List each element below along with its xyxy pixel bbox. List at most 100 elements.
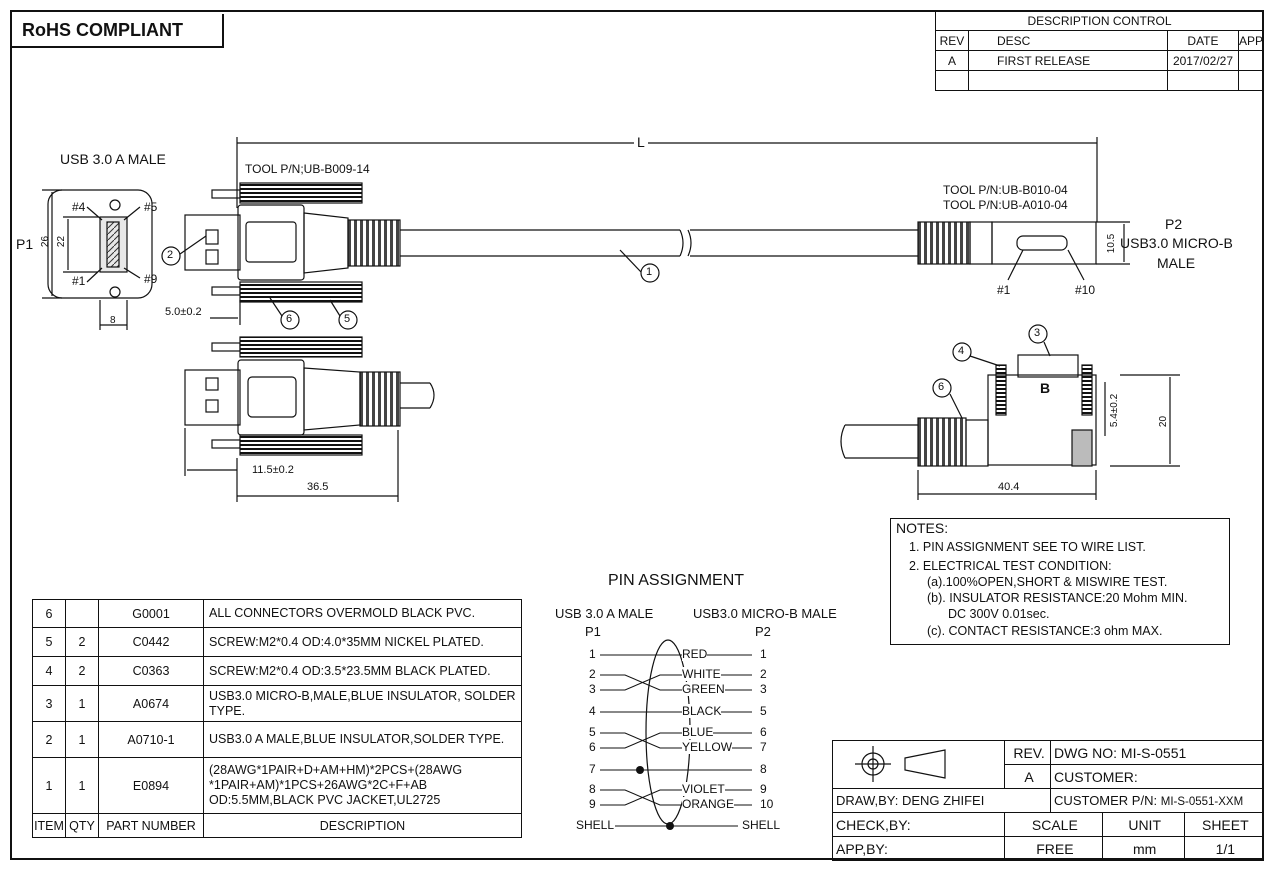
callout-6-text: 6 (286, 313, 293, 325)
pin-left-number: SHELL (576, 818, 615, 832)
wire-color-label: RED (682, 647, 708, 661)
note-2a: (a).100%OPEN,SHORT & MISWIRE TEST. (927, 575, 1168, 589)
tb-sheet-label: SHEET (1183, 812, 1265, 837)
bom-desc: SCREW:M2*0.4 OD:3.5*23.5MM BLACK PLATED. (203, 656, 522, 686)
revision-table: DESCRIPTION CONTROL REV DESC DATE APP A … (935, 10, 1265, 91)
bom-item: 6 (32, 599, 66, 628)
tb-rev-label: REV. (1004, 740, 1052, 765)
dim-20: 20 (1158, 415, 1170, 428)
tb-app-by: APP,BY: (831, 836, 1006, 861)
pin-right-number: 3 (758, 682, 767, 696)
pin-right-number: SHELL (740, 818, 781, 832)
desc-cell: FIRST RELEASE (967, 50, 1168, 71)
rohs-badge: RoHS COMPLIANT (10, 14, 224, 48)
wire-color-label: WHITE (682, 667, 721, 681)
bom-qty: 1 (65, 757, 99, 814)
tb-unit: mm (1101, 836, 1185, 861)
callout-1-text: 1 (646, 266, 653, 278)
bom-item: 3 (32, 685, 66, 722)
wire-color-label: YELLOW (682, 740, 733, 754)
bom-item: 2 (32, 721, 66, 758)
tb-unit-label: UNIT (1101, 812, 1185, 837)
pin-left-title: USB 3.0 A MALE (555, 606, 654, 621)
pin-right-number: 2 (758, 667, 767, 681)
dim-36-5: 36.5 (307, 481, 329, 493)
bom-desc: ALL CONNECTORS OVERMOLD BLACK PVC. (203, 599, 522, 628)
tb-check-by: CHECK,BY: (831, 812, 1006, 837)
drawing-frame (10, 10, 1264, 860)
wire-color-label: GREEN (682, 682, 725, 696)
tb-dwg-no: DWG NO: MI-S-0551 (1050, 740, 1264, 765)
bom-item: 4 (32, 656, 66, 686)
pin-assignment-title: PIN ASSIGNMENT (608, 572, 745, 589)
bom-desc: USB3.0 A MALE,BLUE INSULATOR,SOLDER TYPE… (203, 721, 522, 758)
pin-left-number: 8 (589, 782, 596, 796)
p2-name-1: USB3.0 MICRO-B (1120, 235, 1233, 251)
bom-header: DESCRIPTION (203, 813, 522, 838)
callout-4-text: 4 (958, 345, 965, 357)
note-2c: (c). CONTACT RESISTANCE:3 ohm MAX. (927, 624, 1163, 638)
pin-right-number: 8 (758, 762, 767, 776)
date-cell: 2017/02/27 (1166, 50, 1239, 71)
pin-left-number: 9 (589, 797, 596, 811)
date-header: DATE (1166, 30, 1239, 51)
tool-b1-label: TOOL P/N:UB-B010-04 (943, 183, 1068, 197)
note-1: 1. PIN ASSIGNMENT SEE TO WIRE LIST. (909, 540, 1146, 554)
dim-22: 22 (56, 235, 68, 248)
bom-item: 5 (32, 627, 66, 657)
pin-left-p: P1 (585, 624, 601, 639)
callout-5-text: 5 (344, 313, 351, 325)
pin-left-number: 1 (589, 647, 596, 661)
note-2b-cont: DC 300V 0.01sec. (948, 607, 1050, 621)
tool-a-label: TOOL P/N;UB-B009-14 (245, 162, 370, 176)
pin-left-number: 6 (589, 740, 596, 754)
tb-scale-label: SCALE (1004, 812, 1103, 837)
bom-header: QTY (65, 813, 99, 838)
bom-desc: USB3.0 MICRO-B,MALE,BLUE INSULATOR, SOLD… (203, 685, 522, 722)
bom-qty: 2 (65, 627, 99, 657)
wire-color-label: BLACK (682, 704, 722, 718)
pin-right-p: P2 (755, 624, 771, 639)
dim-10-5: 10.5 (1106, 233, 1118, 254)
pin-left-number: 2 (589, 667, 596, 681)
notes-box: NOTES: 1. PIN ASSIGNMENT SEE TO WIRE LIS… (890, 518, 1230, 645)
pin-right-number: 9 (758, 782, 767, 796)
callout-6b-text: 6 (938, 381, 945, 393)
tb-scale: FREE (1004, 836, 1103, 861)
pin-right-number: 10 (758, 797, 774, 811)
p2-label: P2 (1165, 216, 1183, 232)
wire-color-label: VIOLET (682, 782, 725, 796)
tb-customer-pn: MI-S-0551-XXM (1160, 796, 1244, 808)
micro-pin-1: #1 (997, 283, 1011, 297)
dim-8: 8 (110, 315, 116, 326)
wire-color-label: BLUE (682, 725, 714, 739)
pin-left-number: 5 (589, 725, 596, 739)
callout-2-text: 2 (167, 249, 174, 261)
bom-desc: SCREW:M2*0.4 OD:4.0*35MM NICKEL PLATED. (203, 627, 522, 657)
dim-5-0: 5.0±0.2 (165, 306, 202, 318)
wire-color-label: ORANGE (682, 797, 735, 811)
pin-right-number: 6 (758, 725, 767, 739)
bom-pn: A0674 (98, 685, 204, 722)
bom-pn: A0710-1 (98, 721, 204, 758)
bom-item: 1 (32, 757, 66, 814)
micro-b-mark: B (1040, 380, 1051, 396)
notes-title: NOTES: (896, 520, 949, 536)
p2-name-2: MALE (1157, 255, 1196, 271)
pin-right-number: 7 (758, 740, 767, 754)
pin-left-number: 4 (589, 704, 596, 718)
app-header: APP (1237, 30, 1265, 51)
tb-customer: CUSTOMER: (1050, 764, 1264, 789)
dim-5-4: 5.4±0.2 (1109, 393, 1121, 428)
tb-rev-value: A (1004, 764, 1052, 789)
callout-3-text: 3 (1034, 327, 1041, 339)
pin-left-number: 7 (589, 762, 596, 776)
pin-right-title: USB3.0 MICRO-B MALE (693, 606, 837, 621)
title-block: REV. DWG NO: MI-S-0551 A CUSTOMER: DRAW,… (831, 740, 1265, 861)
revision-title: DESCRIPTION CONTROL (935, 10, 1264, 31)
dim-26: 26 (40, 235, 52, 248)
